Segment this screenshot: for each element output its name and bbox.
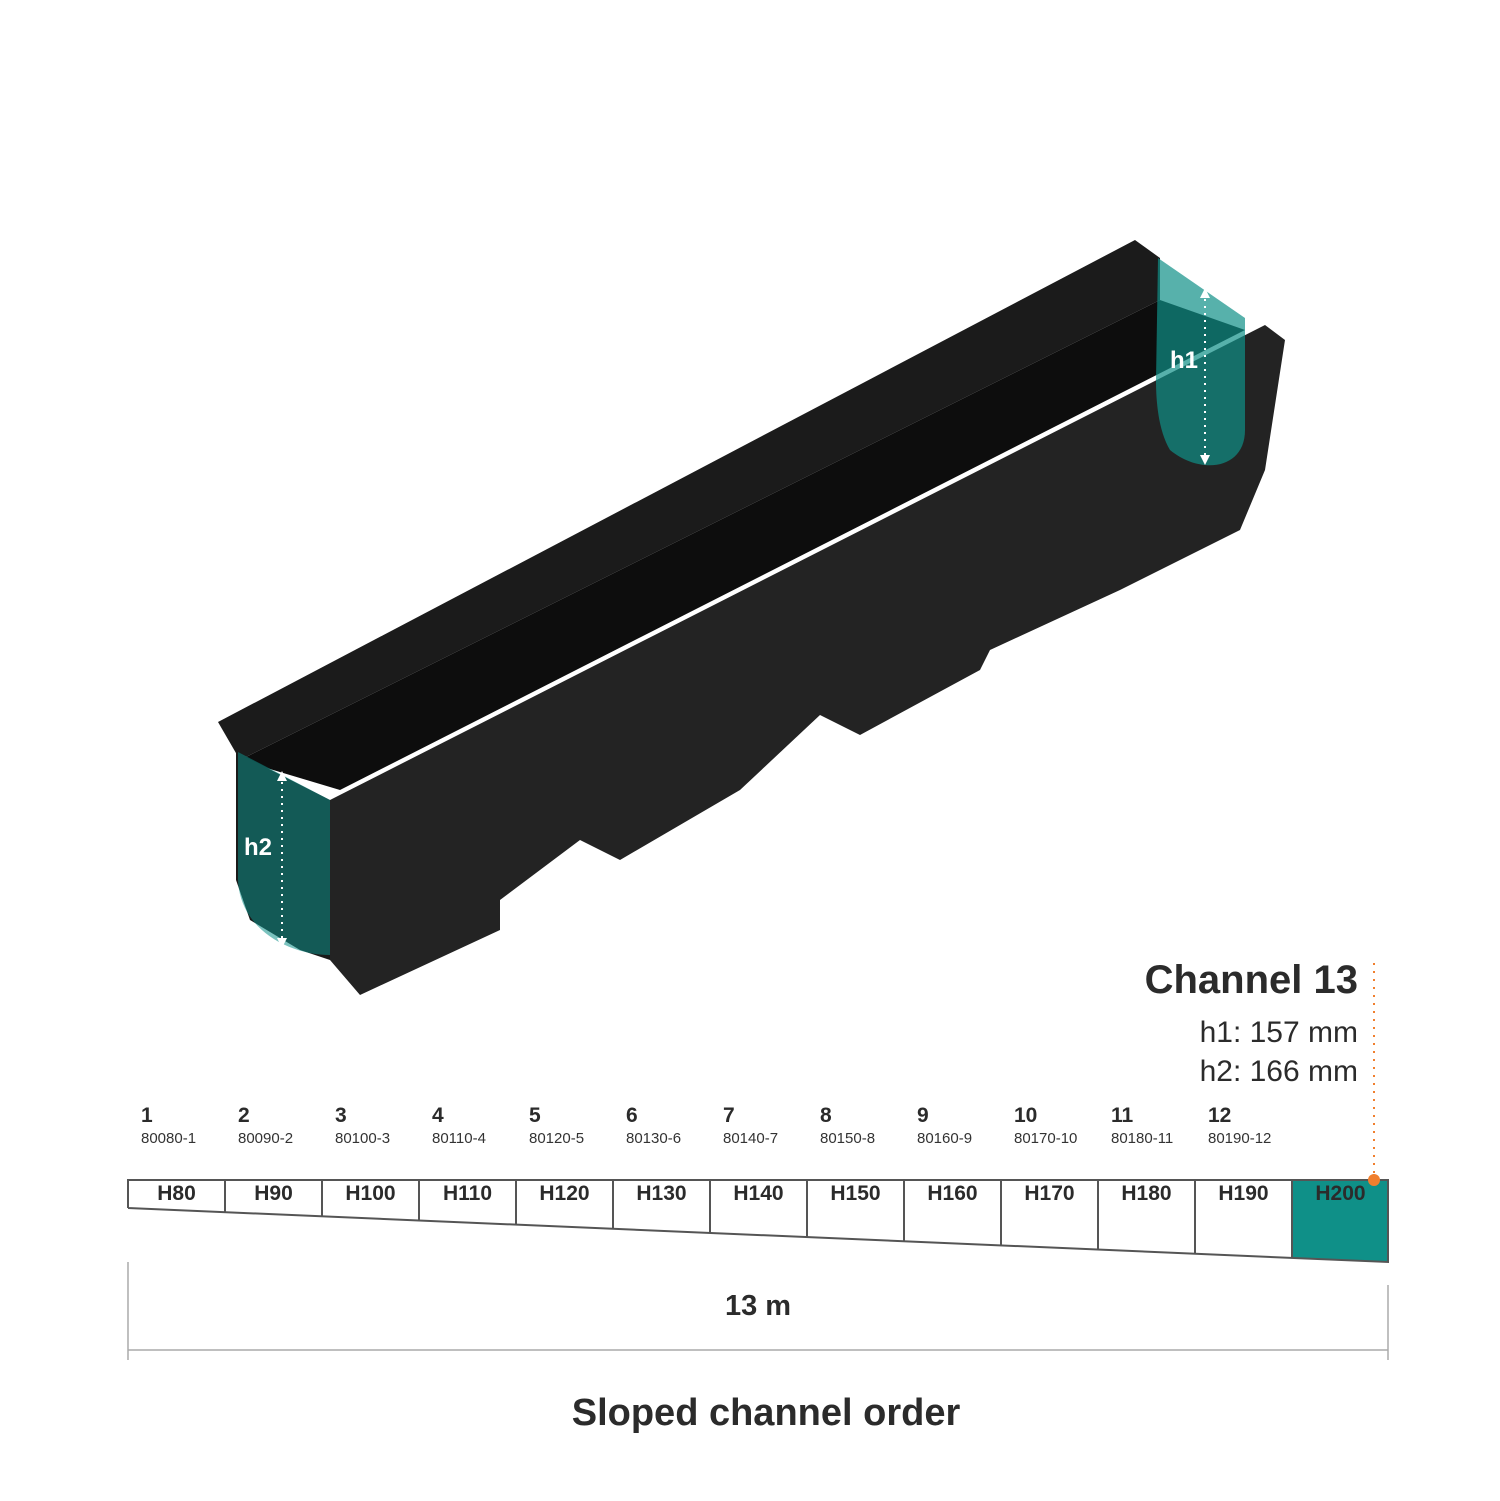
channel-height-cell: H110 xyxy=(442,1182,493,1205)
channel-number: 6 xyxy=(626,1104,638,1127)
channel-code: 80130-6 xyxy=(626,1130,682,1147)
channel-height-cell: H200 xyxy=(1315,1182,1366,1205)
channel-height-cell: H90 xyxy=(254,1182,293,1205)
channel-code: 80190-12 xyxy=(1208,1130,1272,1147)
channel-height-cell: H130 xyxy=(636,1182,687,1205)
channel-code: 80080-1 xyxy=(141,1130,197,1147)
channel-height-cell: H120 xyxy=(539,1182,590,1205)
h1-label: h1 xyxy=(1170,347,1199,374)
channel-number: 7 xyxy=(723,1104,735,1127)
channel-height-cell: H170 xyxy=(1024,1182,1075,1205)
channel-number: 9 xyxy=(917,1104,929,1127)
channel-code: 80180-11 xyxy=(1111,1130,1174,1147)
channel-height-cell: H80 xyxy=(157,1182,196,1205)
channel-side-wall xyxy=(330,325,1285,995)
total-length: 13 m xyxy=(724,1290,792,1322)
channel-code: 80120-5 xyxy=(529,1130,585,1147)
channel-number: 11 xyxy=(1111,1104,1134,1127)
channel-code: 80140-7 xyxy=(723,1130,779,1147)
channel-height-cell: H140 xyxy=(733,1182,784,1205)
channel-number: 1 xyxy=(141,1104,153,1127)
marker-dot xyxy=(1368,1174,1380,1186)
channel-code: 80160-9 xyxy=(917,1130,973,1147)
channel-inner xyxy=(240,300,1245,790)
channel-number: 3 xyxy=(335,1104,347,1127)
channel-number: 10 xyxy=(1014,1104,1038,1127)
channel-code: 80170-10 xyxy=(1014,1130,1078,1147)
h1-value: h1: 157 mm xyxy=(1199,1016,1358,1049)
h2-section xyxy=(238,752,330,955)
h2-value: h2: 166 mm xyxy=(1199,1055,1358,1088)
channel-number: 5 xyxy=(529,1104,541,1127)
channel-height-cell: H160 xyxy=(927,1182,978,1205)
channel-number: 2 xyxy=(238,1104,250,1127)
h2-label: h2 xyxy=(244,834,273,861)
channel-number: 8 xyxy=(820,1104,832,1127)
channel-code: 80090-2 xyxy=(238,1130,294,1147)
caption: Sloped channel order xyxy=(571,1392,961,1434)
channel-back-wall xyxy=(218,240,1160,760)
channel-title: Channel 13 xyxy=(1144,958,1358,1002)
channel-13-fill xyxy=(1291,1180,1388,1262)
channel-code: 80100-3 xyxy=(335,1130,391,1147)
channel-height-cell: H190 xyxy=(1218,1182,1269,1205)
channel-height-cell: H100 xyxy=(345,1182,396,1205)
channel-code: 80110-4 xyxy=(432,1130,486,1147)
channel-number: 12 xyxy=(1208,1104,1232,1127)
channel-code: 80150-8 xyxy=(820,1130,876,1147)
channel-number: 4 xyxy=(432,1104,444,1127)
channel-height-cell: H180 xyxy=(1121,1182,1172,1205)
h1-section xyxy=(1156,258,1245,466)
channel-height-cell: H150 xyxy=(830,1182,881,1205)
